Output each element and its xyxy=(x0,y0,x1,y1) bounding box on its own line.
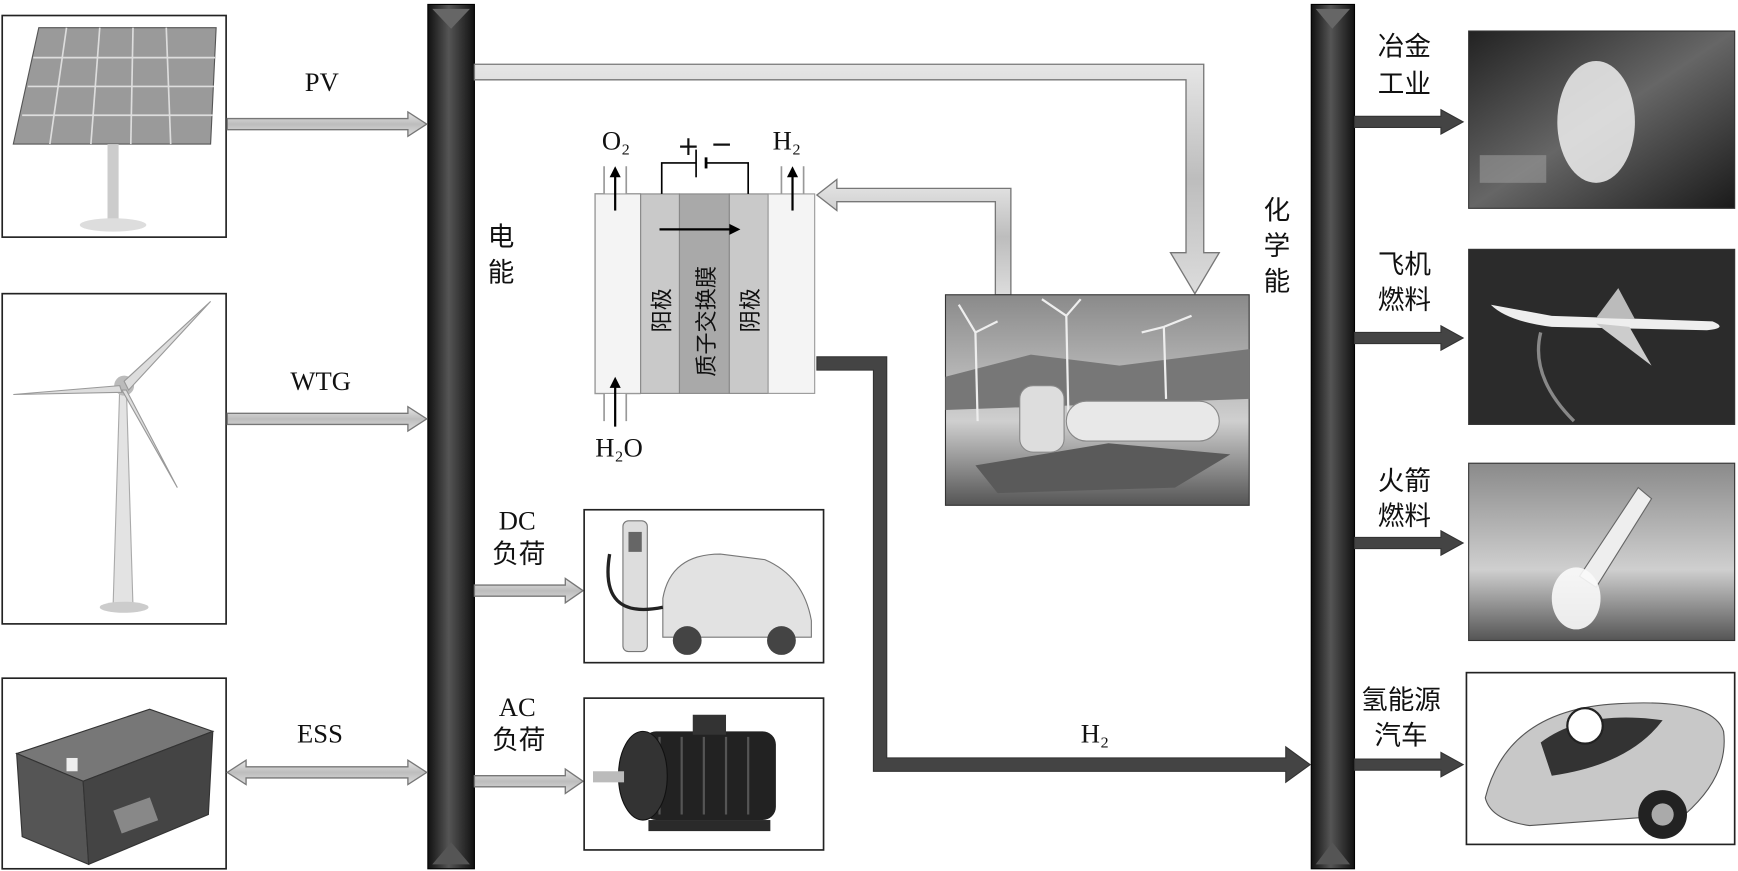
hydrogen-car-label-2: 汽车 xyxy=(1374,721,1427,752)
dc-load-label-1: DC xyxy=(499,506,536,536)
solar-panel-image xyxy=(1,14,227,238)
aircraft-fuel-arrow xyxy=(1353,324,1465,352)
ac-load-label-1: AC xyxy=(499,692,536,722)
wtg-arrow xyxy=(226,405,428,433)
chemical-energy-label-1: 化 xyxy=(1264,195,1291,226)
power-to-plant-arrow xyxy=(473,63,1221,295)
hydrogen-car-image xyxy=(1465,671,1736,846)
metallurgy-label-2: 工业 xyxy=(1378,69,1431,100)
aircraft-image xyxy=(1468,248,1736,425)
wtg-label: WTG xyxy=(290,366,351,396)
metallurgy-arrow xyxy=(1353,108,1465,136)
anode-label: 阳极 xyxy=(649,288,675,332)
h2o-inlet-arrow xyxy=(609,376,621,427)
metallurgy-image xyxy=(1468,30,1736,209)
pv-label: PV xyxy=(305,67,339,97)
cathode-label: 阴极 xyxy=(738,288,764,332)
dc-source-circuit xyxy=(660,149,750,194)
rocket-fuel-label-2: 燃料 xyxy=(1378,501,1431,532)
h2-label: H₂ xyxy=(773,126,801,156)
metallurgy-label-1: 冶金 xyxy=(1378,31,1431,62)
aircraft-fuel-label-2: 燃料 xyxy=(1378,285,1431,316)
membrane-label: 质子交换膜 xyxy=(694,266,720,377)
ess-label: ESS xyxy=(297,718,343,748)
wind-turbine-image xyxy=(1,292,227,625)
chemical-energy-label-3: 能 xyxy=(1264,266,1291,297)
h2o-label: H₂O xyxy=(595,433,643,463)
ess-bidirectional-arrow xyxy=(226,758,428,786)
battery-image xyxy=(1,677,227,870)
aircraft-fuel-label-1: 飞机 xyxy=(1378,250,1432,281)
rocket-image xyxy=(1468,462,1736,642)
pem-electrolyzer: + − 阳极 质子交换膜 阴极 xyxy=(594,129,816,427)
plant-to-electrolyzer-arrow xyxy=(815,178,1012,296)
h2-outlet-arrow xyxy=(786,166,799,211)
dc-load-label-2: 负荷 xyxy=(492,539,545,570)
minus-sign: − xyxy=(710,129,732,160)
rocket-fuel-label-1: 火箭 xyxy=(1378,466,1431,497)
dc-load-arrow xyxy=(473,577,585,605)
plus-sign: + xyxy=(677,131,699,162)
hydrogen-car-label-1: 氢能源 xyxy=(1361,685,1441,716)
ac-load-label-2: 负荷 xyxy=(492,725,545,756)
hydrogen-plant-image xyxy=(944,294,1250,506)
proton-flow-arrow xyxy=(659,223,741,235)
electric-energy-label-1: 电 xyxy=(488,222,515,253)
h2-pipeline-arrow xyxy=(816,356,1312,784)
o2-label: O₂ xyxy=(602,126,630,156)
ev-charger-image xyxy=(583,508,825,664)
o2-outlet-arrow xyxy=(609,166,621,211)
ac-motor-image xyxy=(583,697,825,851)
rocket-fuel-arrow xyxy=(1353,529,1465,557)
chemical-bus-bar xyxy=(1310,3,1356,870)
chemical-energy-label-2: 学 xyxy=(1264,231,1291,262)
electric-energy-label-2: 能 xyxy=(488,257,515,288)
electric-bus-bar xyxy=(427,3,475,870)
h2-flow-label: H₂ xyxy=(1081,718,1109,748)
pv-arrow xyxy=(226,110,428,138)
ac-load-arrow xyxy=(473,767,585,795)
hydrogen-car-arrow xyxy=(1353,751,1465,778)
